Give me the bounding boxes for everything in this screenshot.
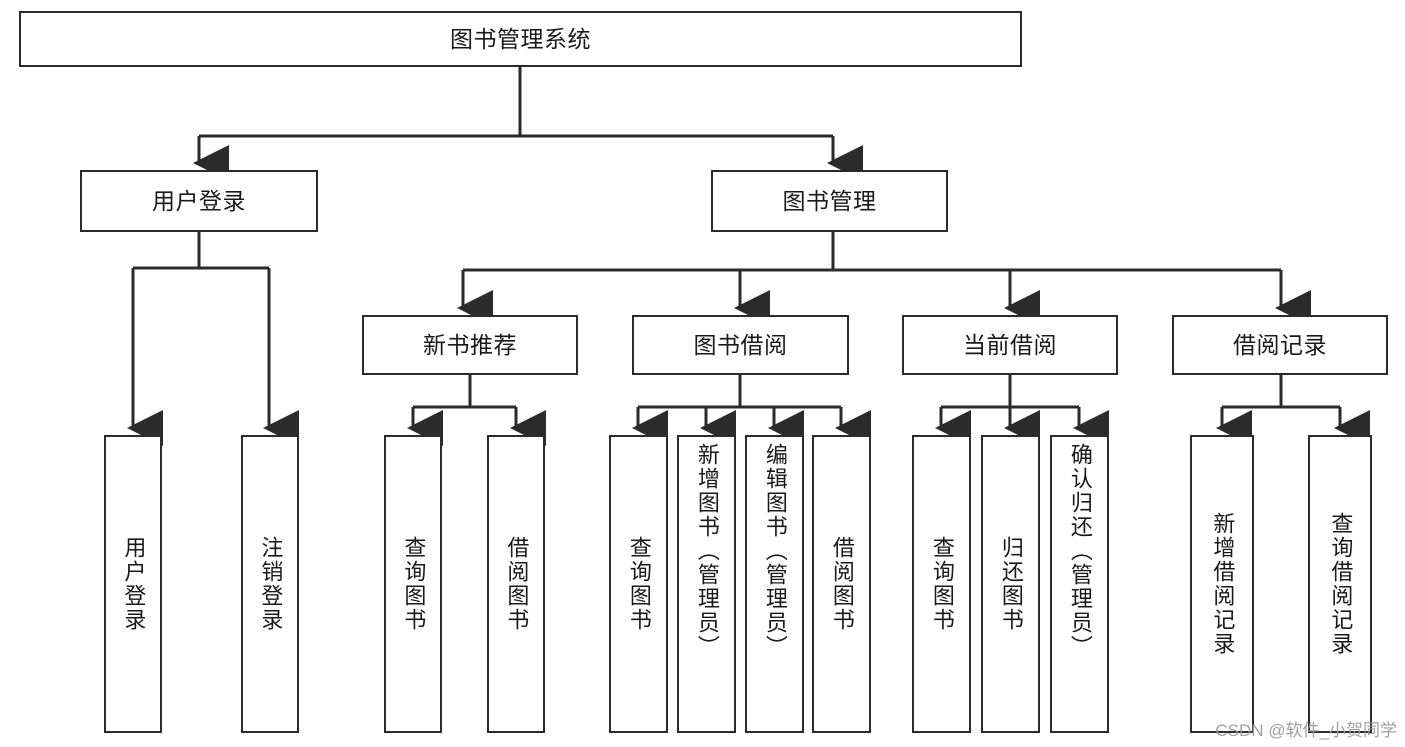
leaf-add-book-label: 新增图书（管理员） bbox=[694, 443, 720, 659]
node-new-book-rec-label: 新书推荐 bbox=[423, 331, 517, 358]
leaf-query-book-2-label: 查询图书 bbox=[626, 536, 652, 632]
leaf-user-login-label: 用户登录 bbox=[121, 536, 147, 632]
leaf-borrow-book-1[interactable]: 借阅图书 bbox=[487, 435, 545, 733]
leaf-borrow-book-1-label: 借阅图书 bbox=[504, 536, 530, 632]
leaf-borrow-book-2[interactable]: 借阅图书 bbox=[812, 435, 871, 733]
node-book-borrow[interactable]: 图书借阅 bbox=[632, 315, 849, 375]
csdn-watermark: CSDN @软件_小贺同学 bbox=[1215, 721, 1397, 740]
leaf-confirm-return-label: 确认归还（管理员） bbox=[1067, 443, 1093, 659]
leaf-query-book-3[interactable]: 查询图书 bbox=[912, 435, 971, 733]
leaf-add-record-label: 新增借阅记录 bbox=[1210, 512, 1236, 656]
leaf-return-book-label: 归还图书 bbox=[998, 536, 1024, 632]
node-root[interactable]: 图书管理系统 bbox=[19, 11, 1022, 67]
leaf-query-book-3-label: 查询图书 bbox=[929, 536, 955, 632]
node-root-label: 图书管理系统 bbox=[450, 25, 591, 52]
leaf-query-record[interactable]: 查询借阅记录 bbox=[1308, 435, 1372, 733]
node-current-borrow-label: 当前借阅 bbox=[963, 331, 1057, 358]
leaf-return-book[interactable]: 归还图书 bbox=[981, 435, 1040, 733]
node-borrow-record[interactable]: 借阅记录 bbox=[1172, 315, 1388, 375]
leaf-logout-label: 注销登录 bbox=[258, 536, 284, 632]
node-user-login[interactable]: 用户登录 bbox=[80, 170, 318, 232]
node-book-manage-label: 图书管理 bbox=[782, 187, 877, 214]
leaf-edit-book-label: 编辑图书（管理员） bbox=[762, 443, 788, 659]
leaf-query-record-label: 查询借阅记录 bbox=[1328, 512, 1354, 656]
leaf-query-book-1[interactable]: 查询图书 bbox=[384, 435, 442, 733]
node-borrow-record-label: 借阅记录 bbox=[1233, 331, 1327, 358]
node-book-borrow-label: 图书借阅 bbox=[693, 331, 788, 358]
leaf-logout[interactable]: 注销登录 bbox=[241, 435, 299, 733]
leaf-borrow-book-2-label: 借阅图书 bbox=[829, 536, 855, 632]
leaf-edit-book[interactable]: 编辑图书（管理员） bbox=[745, 435, 804, 733]
node-user-login-label: 用户登录 bbox=[152, 187, 246, 214]
leaf-confirm-return[interactable]: 确认归还（管理员） bbox=[1050, 435, 1109, 733]
node-current-borrow[interactable]: 当前借阅 bbox=[902, 315, 1118, 375]
node-book-manage[interactable]: 图书管理 bbox=[711, 170, 948, 232]
node-new-book-rec[interactable]: 新书推荐 bbox=[362, 315, 578, 375]
leaf-add-book[interactable]: 新增图书（管理员） bbox=[677, 435, 736, 733]
leaf-user-login[interactable]: 用户登录 bbox=[104, 435, 162, 733]
leaf-query-book-1-label: 查询图书 bbox=[401, 536, 427, 632]
leaf-query-book-2[interactable]: 查询图书 bbox=[609, 435, 668, 733]
leaf-add-record[interactable]: 新增借阅记录 bbox=[1190, 435, 1254, 733]
